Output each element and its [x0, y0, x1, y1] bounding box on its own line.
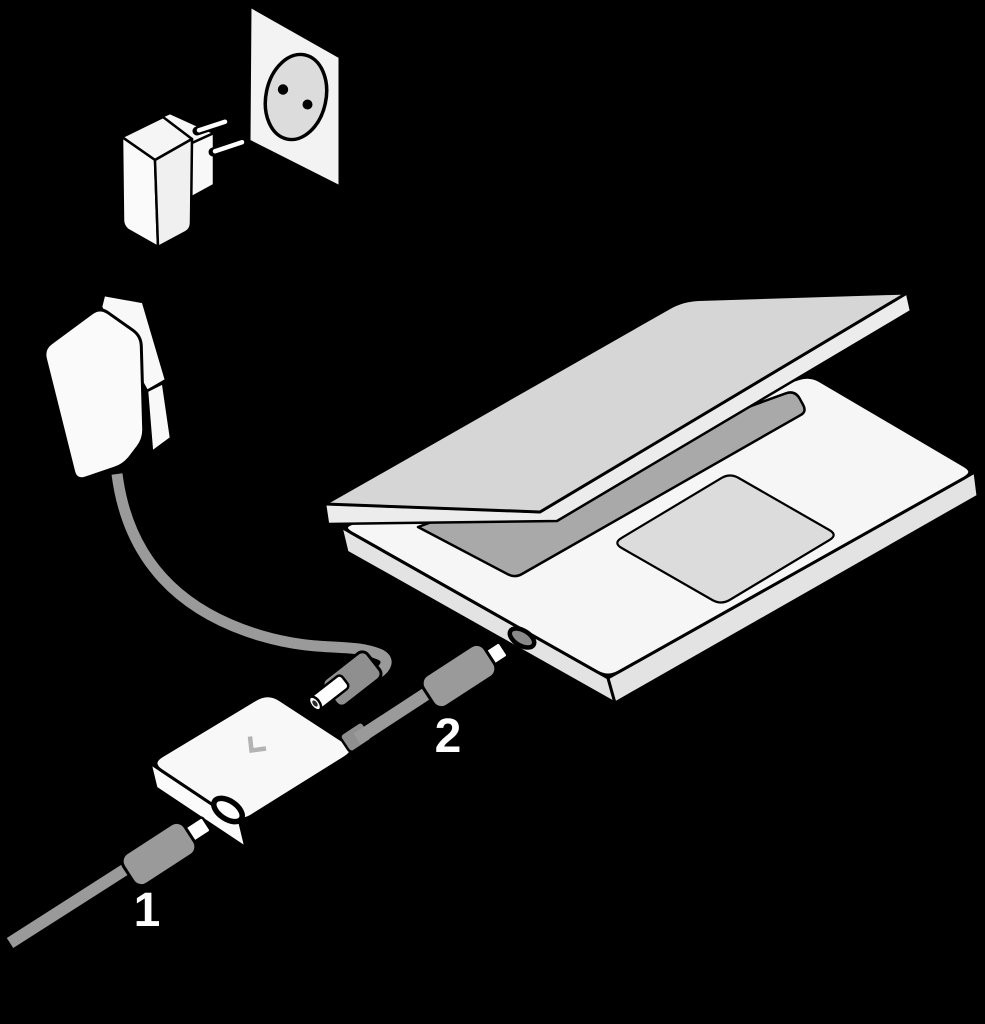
power-cable-assembly — [111, 473, 392, 712]
usb-c-boot-1 — [120, 820, 198, 888]
outlet-hole-right — [302, 99, 313, 110]
dongle-corner-mark — [247, 736, 267, 754]
brick-body — [43, 308, 146, 481]
barrel-tip-bore — [312, 700, 318, 707]
cable-1 — [6, 854, 144, 949]
dongle-usb-c-port — [211, 795, 245, 825]
step-label-1: 1 — [134, 884, 161, 937]
brick-back-lower — [145, 381, 173, 454]
power-dongle — [148, 694, 373, 850]
wall-outlet — [247, 4, 342, 189]
laptop-lid — [323, 291, 909, 514]
power-brick — [43, 293, 173, 481]
laptop — [323, 291, 980, 705]
step-label-2: 2 — [435, 710, 462, 763]
usb-c-connector-1 — [6, 816, 212, 949]
plug-prongs — [192, 116, 249, 157]
dongle-top-face — [154, 694, 353, 821]
ac-plug-module — [120, 111, 249, 249]
usb-c-cable-2 — [353, 641, 509, 745]
plug-front-right — [153, 137, 194, 249]
power-cable — [111, 473, 392, 686]
usb-c-boot-2 — [420, 642, 498, 710]
outlet-socket — [263, 52, 329, 142]
barrel-connector — [307, 650, 383, 712]
laptop-touchpad — [616, 474, 835, 604]
outlet-hole-left — [277, 84, 289, 95]
laptop-usb-c-port — [507, 626, 537, 650]
plug-front-left — [120, 135, 160, 249]
